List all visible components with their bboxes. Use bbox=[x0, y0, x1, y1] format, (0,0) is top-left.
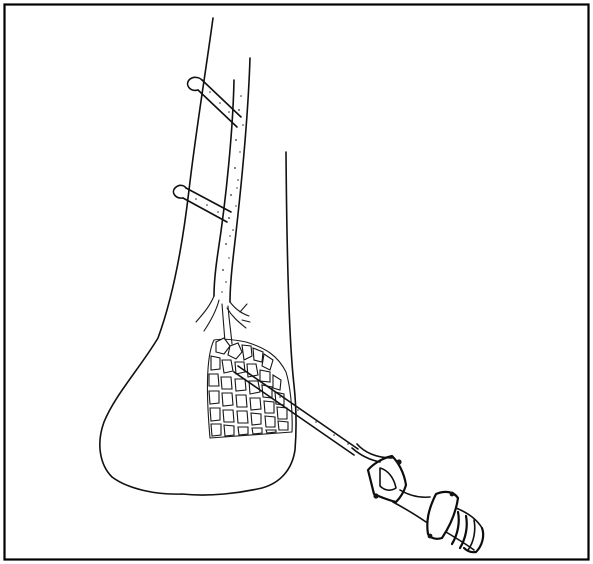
figure-frame bbox=[5, 5, 589, 560]
cancellous-bone-network bbox=[207, 338, 292, 438]
vessel-bifurcation bbox=[196, 296, 250, 344]
syringe bbox=[352, 444, 483, 552]
vessel-trunk bbox=[214, 58, 250, 302]
